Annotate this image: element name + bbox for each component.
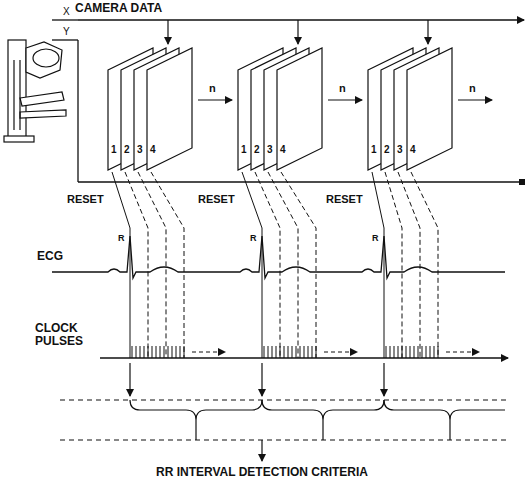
frame-number: 3: [266, 144, 274, 155]
clock-pulse: [296, 346, 297, 358]
pulse-continuation: [324, 352, 357, 353]
clock-pulse: [168, 346, 169, 358]
clock-pulse: [292, 346, 293, 358]
peak-label: R: [117, 234, 126, 244]
peak-label: R: [371, 234, 380, 244]
clock-pulse: [312, 346, 313, 358]
signal-label: ECG: [36, 250, 64, 263]
clock-pulse: [430, 346, 431, 358]
frame-number: 3: [396, 144, 404, 155]
pulse-continuation: [192, 352, 225, 353]
reset-label: RESET: [325, 193, 364, 205]
clock-pulse: [402, 346, 403, 358]
frame-number: 1: [370, 144, 378, 155]
clock-pulse: [148, 346, 149, 358]
sequence-arrow: [458, 99, 492, 100]
frame-number: 2: [123, 144, 131, 155]
data-arrow: [167, 20, 168, 44]
clock-pulse: [394, 346, 395, 358]
gate-line: [125, 172, 148, 358]
gate-line: [268, 172, 298, 358]
clock-pulse: [156, 346, 157, 358]
data-arrow: [427, 20, 428, 44]
frame-number: 1: [240, 144, 248, 155]
clock-pulse: [132, 346, 133, 358]
clock-pulse: [268, 346, 269, 358]
frame-number: 4: [409, 144, 417, 155]
clock-pulse: [386, 346, 387, 358]
gate-line: [385, 172, 402, 358]
gate-line: [138, 172, 166, 358]
data-lines: [52, 20, 524, 182]
clock-pulse: [414, 346, 415, 358]
signal-name: Y: [62, 26, 71, 37]
frame-number: 2: [383, 144, 391, 155]
clock-pulse: [164, 346, 165, 358]
image-frame: [277, 48, 322, 170]
clock-pulse: [316, 346, 317, 358]
clock-pulse: [172, 346, 173, 358]
clock-pulse: [398, 346, 399, 358]
gamma-camera: [4, 40, 66, 142]
clock-pulse: [264, 346, 265, 358]
frame-number: 4: [149, 144, 157, 155]
clock-pulse: [438, 346, 439, 358]
clock-pulse: [284, 346, 285, 358]
clock-pulses: [100, 346, 508, 358]
image-frame: [407, 48, 452, 170]
clock-pulse: [276, 346, 277, 358]
frame-number: 3: [136, 144, 144, 155]
clock-pulse: [272, 346, 273, 358]
sequence-label: n: [208, 82, 217, 94]
clock-pulse: [406, 346, 407, 358]
gate-line: [398, 172, 420, 358]
data-arrow: [297, 20, 298, 44]
clock-pulse: [426, 346, 427, 358]
clock-pulse: [160, 346, 161, 358]
clock-pulse: [422, 346, 423, 358]
clock-pulse: [180, 346, 181, 358]
clock-pulse: [308, 346, 309, 358]
sequence-label: n: [338, 82, 347, 94]
clock-pulse: [144, 346, 145, 358]
clock-pulse: [184, 346, 185, 358]
criteria-label: RR INTERVAL DETECTION CRITERIA: [155, 466, 369, 479]
clock-pulse: [136, 346, 137, 358]
frame-stacks: [108, 20, 492, 358]
clock-pulse: [304, 346, 305, 358]
title-label: CAMERA DATA: [74, 2, 163, 15]
frame-number: 1: [110, 144, 118, 155]
signal-label: CLOCK PULSES: [34, 322, 98, 348]
clock-pulse: [140, 346, 141, 358]
gate-line: [151, 172, 184, 358]
clock-pulse: [152, 346, 153, 358]
clock-pulse: [300, 346, 301, 358]
clock-pulse: [280, 346, 281, 358]
clock-pulse: [410, 346, 411, 358]
reset-label: RESET: [66, 193, 105, 205]
gate-line: [255, 172, 280, 358]
rr-brackets: [60, 363, 510, 461]
clock-pulse: [176, 346, 177, 358]
sequence-label: n: [468, 82, 477, 94]
sequence-arrow: [328, 99, 362, 100]
frame-number: 4: [279, 144, 287, 155]
line-end: [519, 179, 525, 185]
frame-number: 2: [253, 144, 261, 155]
gate-line: [281, 172, 316, 358]
signal-name: X: [62, 6, 71, 17]
reset-label: RESET: [197, 193, 236, 205]
gate-line: [411, 172, 438, 358]
clock-pulse: [434, 346, 435, 358]
clock-pulse: [418, 346, 419, 358]
sequence-arrow: [198, 99, 232, 100]
clock-pulse: [288, 346, 289, 358]
image-frame: [147, 48, 192, 170]
pulse-continuation: [446, 352, 479, 353]
peak-label: R: [249, 234, 258, 244]
clock-pulse: [390, 346, 391, 358]
